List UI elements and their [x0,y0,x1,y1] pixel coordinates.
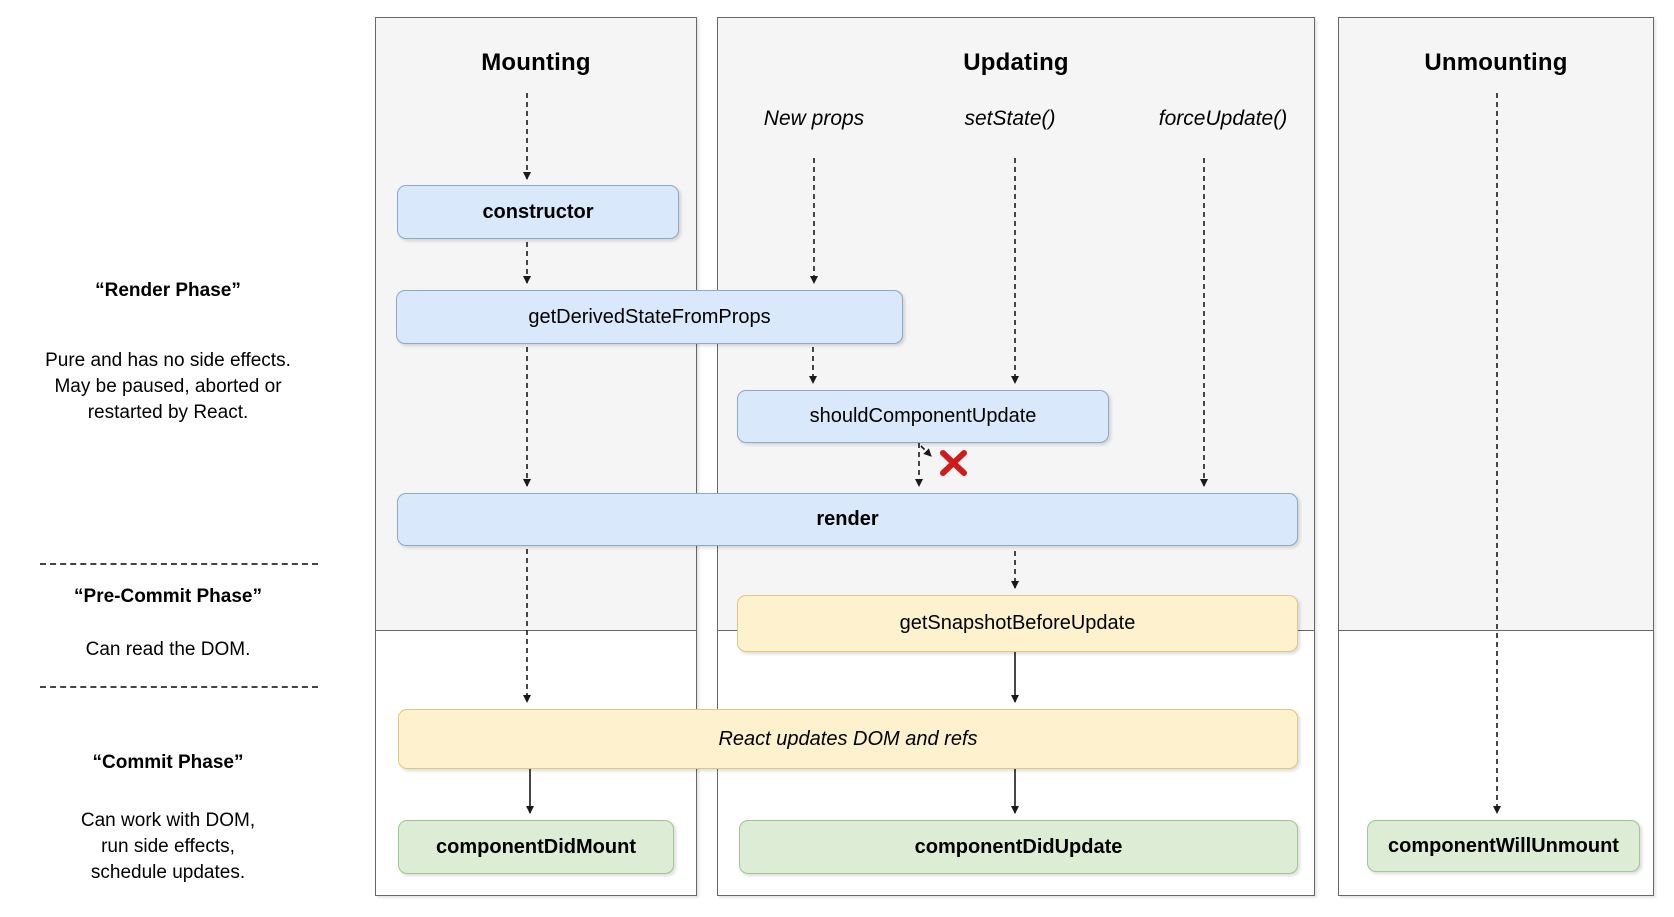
render-phase-line: May be paused, aborted or [54,376,282,397]
render-phase-line: Pure and has no side effects. [45,350,291,371]
render-phase-description: Pure and has no side effects. May be pau… [20,348,316,426]
node-shouldcomponentupdate: shouldComponentUpdate [737,390,1109,443]
commit-phase-title: “Commit Phase” [92,752,244,773]
commit-phase-description: Can work with DOM, run side effects, sch… [20,808,316,886]
commit-phase-line: schedule updates. [90,862,246,883]
node-getsnapshotbeforeupdate: getSnapshotBeforeUpdate [737,595,1298,652]
node-constructor: constructor [397,185,679,239]
render-phase-line: restarted by React. [87,402,249,423]
unmounting-column-panel: Unmounting [1338,17,1654,896]
unmounting-render-phase-area [1339,18,1653,631]
forceupdate-label: forceUpdate() [1158,107,1288,130]
commit-phase-line: run side effects, [101,836,235,857]
phase-divider [40,686,318,688]
node-getderivedstatefromprops: getDerivedStateFromProps [396,290,903,344]
node-render: render [397,493,1298,546]
new-props-label: New props [763,107,865,130]
unmounting-column-title: Unmounting [1424,49,1568,76]
pre-commit-phase-line: Can read the DOM. [85,639,251,660]
node-componentdidmount: componentDidMount [398,820,674,874]
commit-phase-line: Can work with DOM, [80,810,256,831]
node-componentdidupdate: componentDidUpdate [739,820,1298,874]
node-componentwillunmount: componentWillUnmount [1367,820,1640,872]
render-phase-title: “Render Phase” [95,280,241,301]
mounting-column-title: Mounting [481,49,591,76]
phase-divider [40,563,318,565]
pre-commit-phase-description: Can read the DOM. [20,637,316,663]
updating-column-title: Updating [963,49,1069,76]
node-react-updates-dom: React updates DOM and refs [398,709,1298,769]
setstate-label: setState() [964,107,1056,130]
pre-commit-phase-title: “Pre-Commit Phase” [74,586,262,607]
